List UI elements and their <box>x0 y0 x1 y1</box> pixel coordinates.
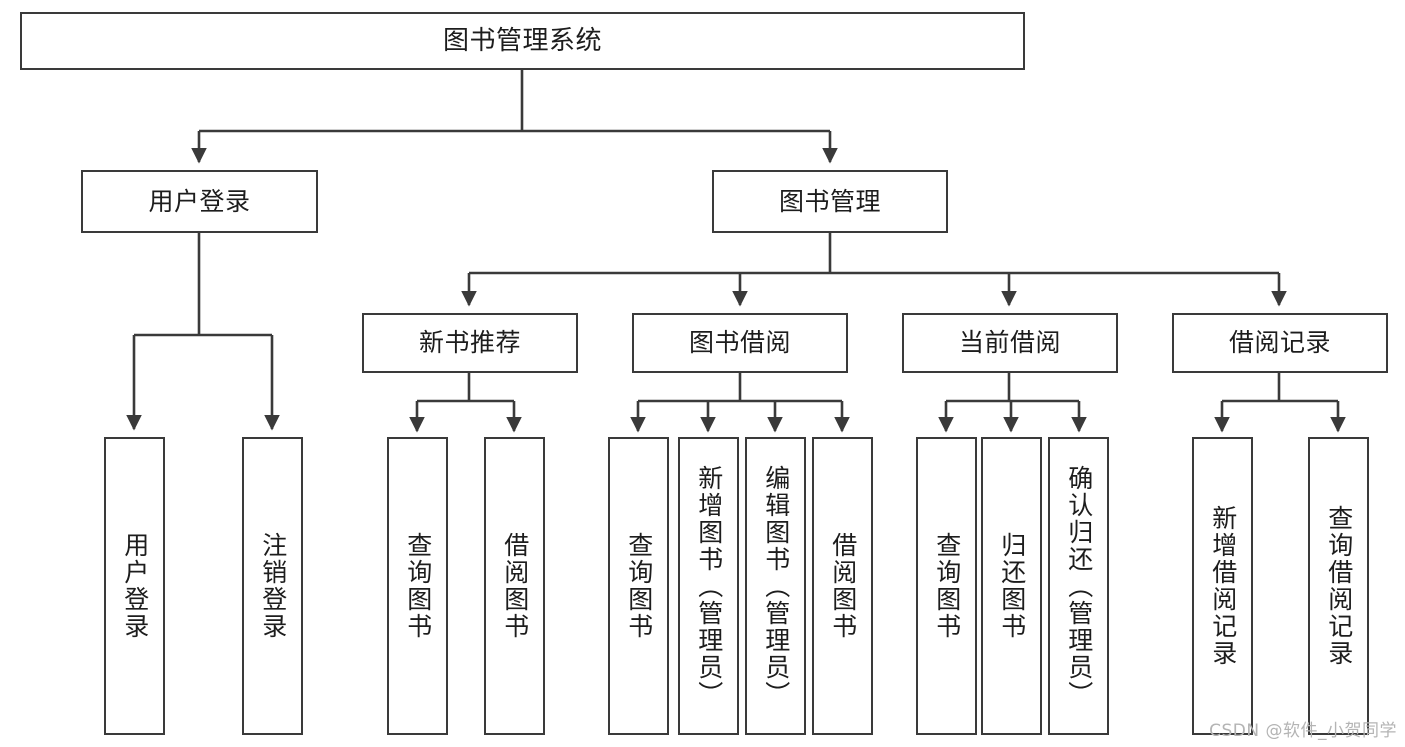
node-new-book-recommend[interactable]: 新书推荐 <box>362 313 578 373</box>
node-label: 归还图书 <box>997 532 1027 640</box>
node-label: 图书管理 <box>778 186 881 216</box>
node-label: 确认归还（管理员） <box>1064 464 1094 708</box>
node-label: 编辑图书（管理员） <box>761 464 791 708</box>
node-label: 图书借阅 <box>688 328 791 358</box>
leaf-current-borrow-return[interactable]: 归还图书 <box>981 437 1042 735</box>
node-label: 查询借阅记录 <box>1324 505 1354 667</box>
watermark-text: CSDN @软件_小贺同学 <box>1209 721 1397 741</box>
leaf-user-login-logout[interactable]: 注销登录 <box>242 437 303 735</box>
leaf-borrow-record-query[interactable]: 查询借阅记录 <box>1308 437 1369 735</box>
node-label: 当前借阅 <box>958 328 1061 358</box>
leaf-borrow-record-add[interactable]: 新增借阅记录 <box>1192 437 1253 735</box>
node-label: 注销登录 <box>258 532 288 640</box>
leaf-book-borrow-edit[interactable]: 编辑图书（管理员） <box>745 437 806 735</box>
node-label: 新书推荐 <box>418 328 521 358</box>
node-label: 用户登录 <box>120 532 150 640</box>
node-book-borrow[interactable]: 图书借阅 <box>632 313 848 373</box>
node-book-management[interactable]: 图书管理 <box>712 170 948 233</box>
node-label: 用户登录 <box>148 186 251 216</box>
node-label: 新增图书（管理员） <box>694 464 724 708</box>
node-borrow-record[interactable]: 借阅记录 <box>1172 313 1388 373</box>
node-user-login[interactable]: 用户登录 <box>81 170 318 233</box>
node-label: 借阅记录 <box>1228 328 1331 358</box>
leaf-new-book-borrow[interactable]: 借阅图书 <box>484 437 545 735</box>
node-root-system[interactable]: 图书管理系统 <box>20 12 1025 70</box>
node-label: 查询图书 <box>403 532 433 640</box>
node-label: 借阅图书 <box>828 532 858 640</box>
node-label: 图书管理系统 <box>442 25 602 56</box>
leaf-current-borrow-confirm-return[interactable]: 确认归还（管理员） <box>1048 437 1109 735</box>
leaf-book-borrow-query[interactable]: 查询图书 <box>608 437 669 735</box>
leaf-new-book-query[interactable]: 查询图书 <box>387 437 448 735</box>
leaf-book-borrow-borrow[interactable]: 借阅图书 <box>812 437 873 735</box>
leaf-current-borrow-query[interactable]: 查询图书 <box>916 437 977 735</box>
node-label: 查询图书 <box>932 532 962 640</box>
node-label: 查询图书 <box>624 532 654 640</box>
leaf-book-borrow-add[interactable]: 新增图书（管理员） <box>678 437 739 735</box>
node-label: 借阅图书 <box>500 532 530 640</box>
leaf-user-login-login[interactable]: 用户登录 <box>104 437 165 735</box>
node-label: 新增借阅记录 <box>1208 505 1238 667</box>
node-current-borrow[interactable]: 当前借阅 <box>902 313 1118 373</box>
